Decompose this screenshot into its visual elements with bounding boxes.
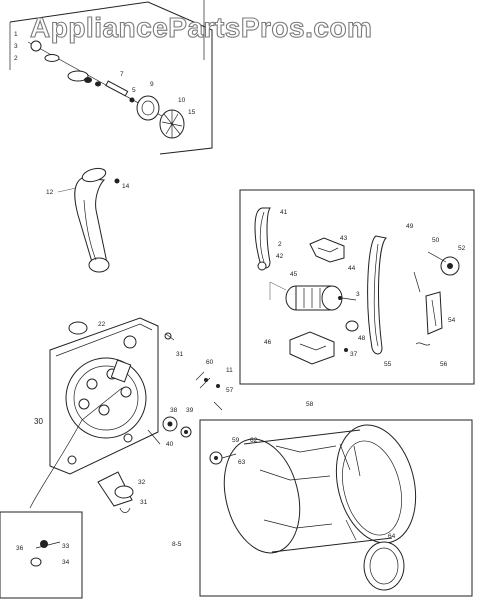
label-32: 32 bbox=[138, 479, 146, 486]
label-1: 1 bbox=[14, 31, 18, 38]
label-46: 46 bbox=[264, 339, 272, 346]
label-5: 5 bbox=[132, 87, 136, 94]
label-36: 36 bbox=[16, 545, 24, 552]
site-watermark: AppliancePartsPros.com bbox=[29, 11, 373, 43]
label-9: 9 bbox=[150, 81, 154, 88]
label-3: 3 bbox=[14, 43, 18, 50]
label-37: 37 bbox=[350, 351, 358, 358]
label-56: 56 bbox=[440, 361, 448, 368]
label-12: 12 bbox=[46, 189, 54, 196]
label-7: 7 bbox=[120, 71, 124, 78]
pulley-hub bbox=[67, 70, 89, 82]
label-10: 10 bbox=[178, 97, 186, 104]
label-14: 14 bbox=[122, 183, 130, 190]
label-42: 42 bbox=[276, 253, 284, 260]
label-50: 50 bbox=[432, 237, 440, 244]
label-44: 44 bbox=[348, 265, 356, 272]
label-58: 58 bbox=[306, 401, 314, 408]
diagram-code: 8-5 bbox=[172, 541, 182, 548]
label-63: 63 bbox=[238, 459, 246, 466]
label-33: 33 bbox=[62, 543, 70, 550]
label-2: 2 bbox=[14, 55, 18, 62]
label-55: 55 bbox=[384, 361, 392, 368]
label-57: 57 bbox=[226, 387, 234, 394]
label-40: 40 bbox=[166, 441, 174, 448]
label-45: 45 bbox=[290, 271, 298, 278]
label-15: 15 bbox=[188, 109, 196, 116]
label-31b: 31 bbox=[140, 499, 148, 506]
label-64: 64 bbox=[388, 533, 396, 540]
exhaust-duct bbox=[57, 167, 120, 273]
label-41: 41 bbox=[280, 209, 288, 216]
part-number-labels: 1 3 2 7 9 10 5 15 12 14 22 30 31 32 31 3… bbox=[14, 31, 466, 566]
label-38: 38 bbox=[170, 407, 178, 414]
label-30: 30 bbox=[34, 417, 43, 426]
shaft bbox=[105, 80, 129, 97]
bearing bbox=[44, 54, 60, 62]
label-2b: 2 bbox=[278, 241, 282, 248]
label-34: 34 bbox=[62, 559, 70, 566]
label-43: 43 bbox=[340, 235, 348, 242]
label-59: 59 bbox=[232, 437, 240, 444]
label-11: 11 bbox=[226, 367, 233, 374]
label-48: 48 bbox=[358, 335, 366, 342]
drum-assembly bbox=[199, 419, 473, 597]
idler-pulley bbox=[257, 261, 267, 271]
label-31a: 31 bbox=[176, 351, 184, 358]
label-62: 62 bbox=[250, 437, 258, 444]
motor-belt-assembly bbox=[239, 189, 475, 385]
label-60: 60 bbox=[206, 359, 214, 366]
label-39: 39 bbox=[186, 407, 194, 414]
front-bulkhead bbox=[29, 317, 159, 509]
small-hardware bbox=[147, 332, 223, 445]
duct-screw bbox=[114, 178, 120, 184]
inset-box bbox=[0, 511, 83, 599]
label-52: 52 bbox=[458, 245, 466, 252]
label-3b: 3 bbox=[356, 291, 360, 298]
felt-seal bbox=[68, 321, 88, 335]
blower-wheel-plate bbox=[136, 95, 160, 121]
label-54: 54 bbox=[448, 317, 456, 324]
label-49: 49 bbox=[406, 223, 414, 230]
lint-filter bbox=[97, 471, 134, 513]
top-blower-assembly bbox=[9, 0, 213, 155]
spring-clip bbox=[30, 40, 42, 52]
label-22: 22 bbox=[98, 321, 106, 328]
